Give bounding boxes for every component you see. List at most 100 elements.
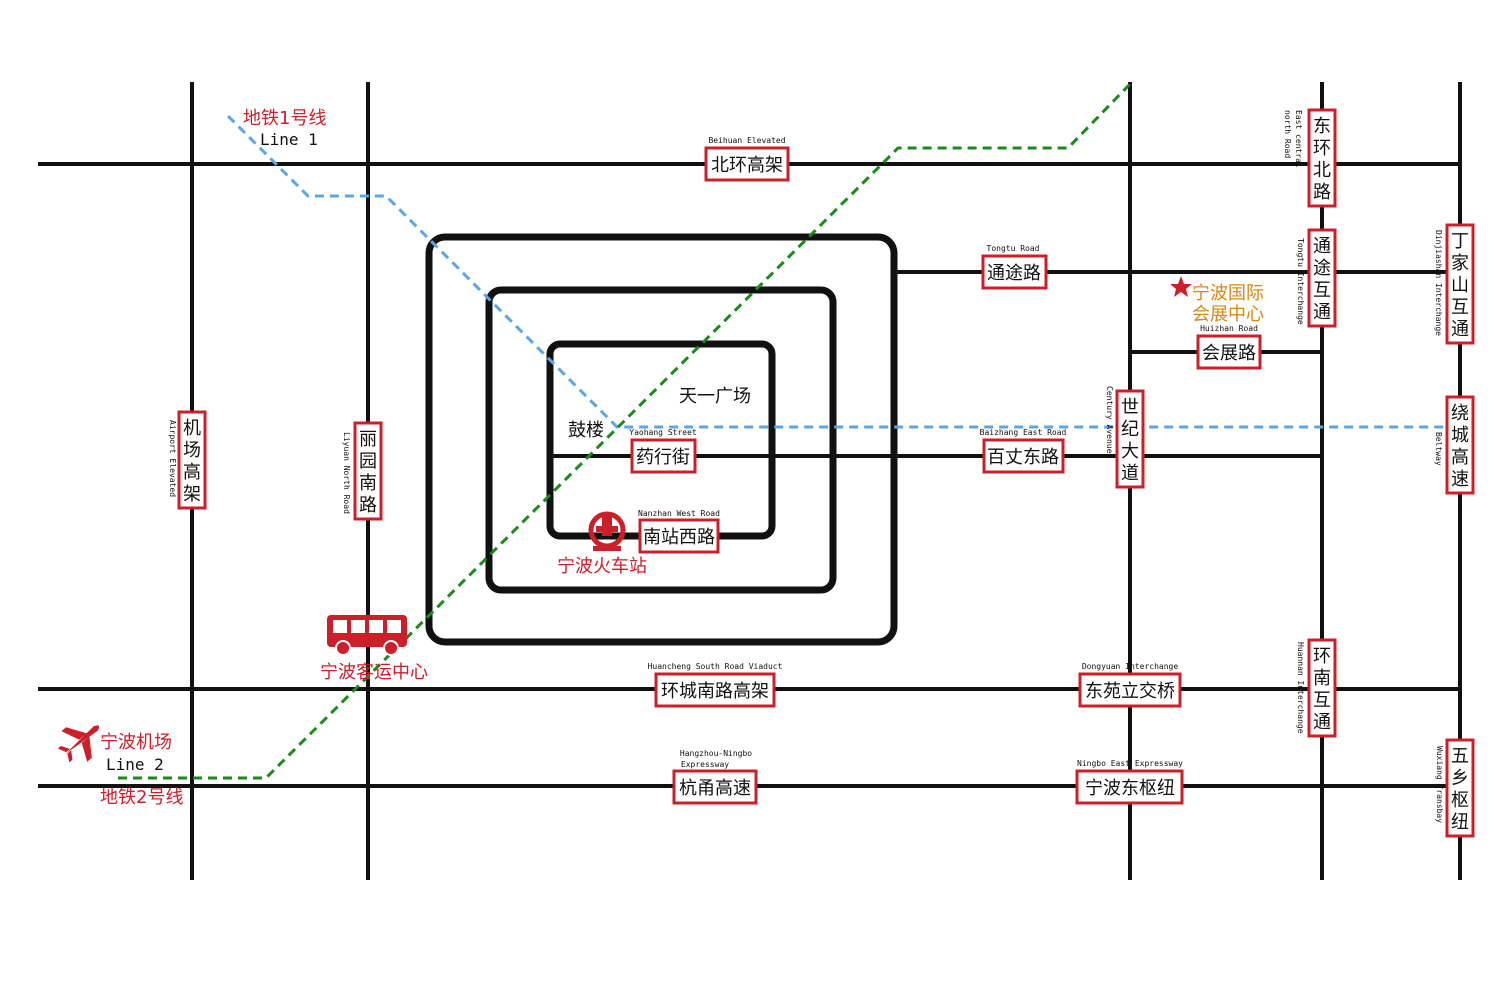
label-hangyong-en-1: Hangzhou-Ningbo bbox=[680, 749, 752, 758]
label-ningbo-east-cn: 宁波东枢纽 bbox=[1085, 778, 1175, 799]
label-wuxiang-cn-1: 乡 bbox=[1451, 768, 1469, 789]
label-dongmbei-box bbox=[1307, 108, 1337, 208]
label-huizhan-en: Huizhan Road bbox=[1200, 324, 1258, 333]
label-airport-cn-0: 机 bbox=[183, 418, 201, 439]
label-dingjia-en: Dinjiashan Interchange bbox=[1434, 230, 1443, 336]
label-tongtu_ic-cn-2: 互 bbox=[1313, 280, 1331, 301]
label-century-box bbox=[1115, 389, 1145, 489]
metro-line-1 bbox=[226, 114, 1470, 429]
label-dongmbei-cn-1: 环 bbox=[1313, 138, 1331, 159]
railway-station-icon bbox=[588, 511, 626, 551]
label-hangyong-box bbox=[672, 769, 758, 805]
ring-middle bbox=[485, 286, 837, 594]
label-dongyuan-box bbox=[1078, 672, 1182, 708]
metro-line-2-en: Line 2 bbox=[106, 755, 164, 774]
label-baizhang-en: Baizhang East Road bbox=[980, 428, 1067, 437]
label-huancheng-cn: 环城南路高架 bbox=[661, 681, 769, 702]
label-liyuan-cn-3: 路 bbox=[359, 495, 377, 516]
label-baizhang: Baizhang East Road 百丈东路 bbox=[980, 428, 1067, 474]
label-dongmbei-en-2: north Road bbox=[1283, 110, 1292, 158]
label-ningbo-east-box bbox=[1075, 769, 1184, 805]
label-hangyong-cn: 杭甬高速 bbox=[679, 778, 751, 799]
label-century-cn-2: 大 bbox=[1121, 441, 1139, 462]
label-dingjia-cn-0: 丁 bbox=[1451, 231, 1469, 252]
ring-outer bbox=[425, 233, 898, 646]
label-huizhan-cn: 会展路 bbox=[1202, 343, 1256, 364]
label-nanzhan: Nanzhan West Road 南站西路 bbox=[638, 509, 720, 554]
label-dingjia-cn-3: 互 bbox=[1451, 297, 1469, 318]
label-wuxiang-box bbox=[1445, 738, 1475, 838]
place-expo-1: 宁波国际 bbox=[1192, 283, 1264, 304]
label-airport-cn-2: 高 bbox=[183, 462, 201, 483]
label-airport-box bbox=[177, 410, 207, 510]
label-liyuan-box bbox=[353, 421, 383, 521]
label-tongtu-cn: 通途路 bbox=[987, 263, 1041, 284]
label-dongmbei-en-1: East central bbox=[1294, 110, 1303, 168]
label-dingjia-box bbox=[1445, 223, 1475, 345]
label-yaohang-en: Yaohang Street bbox=[629, 428, 697, 437]
label-raocheng-cn-2: 高 bbox=[1451, 447, 1469, 468]
label-huizhan-box bbox=[1196, 334, 1262, 370]
label-century-cn-3: 道 bbox=[1121, 463, 1139, 484]
label-huancheng-en: Huancheng South Road Viaduct bbox=[648, 662, 783, 671]
label-wuxiang-en: Wuxiang Transbay bbox=[1435, 746, 1444, 823]
label-tongtu_ic-en: Tongtu Interchange bbox=[1296, 238, 1305, 325]
label-ningbo-east: Ningbo East Expressway 宁波东枢纽 bbox=[1075, 759, 1184, 805]
label-huannan_ic-en: Huannan Interchange bbox=[1296, 642, 1305, 734]
label-huannan_ic-box bbox=[1307, 638, 1337, 738]
label-tongtu_ic-cn-3: 通 bbox=[1313, 302, 1331, 323]
label-baizhang-box bbox=[982, 438, 1065, 474]
label-dongmbei-cn-3: 路 bbox=[1313, 182, 1331, 203]
place-expo-2: 会展中心 bbox=[1192, 304, 1264, 325]
metro-line-2-cn: 地铁2号线 bbox=[100, 787, 183, 808]
label-dongyuan: Dongyuan Interchange 东苑立交桥 bbox=[1078, 662, 1182, 708]
label-tongtu_ic-cn-0: 通 bbox=[1313, 236, 1331, 257]
metro-line-1-en: Line 1 bbox=[260, 130, 318, 149]
label-liyuan-cn-2: 南 bbox=[359, 473, 377, 494]
metro-line-1-cn: 地铁1号线 bbox=[243, 108, 326, 129]
label-dongyuan-cn: 东苑立交桥 bbox=[1085, 681, 1175, 702]
label-beihuan-en: Beihuan Elevated bbox=[708, 136, 785, 145]
label-nanzhan-cn: 南站西路 bbox=[643, 527, 715, 548]
star-icon bbox=[1170, 276, 1192, 297]
label-ningbo-east-en: Ningbo East Expressway bbox=[1077, 759, 1183, 768]
label-nanzhan-box bbox=[638, 518, 720, 554]
label-liyuan-cn-0: 丽 bbox=[359, 429, 377, 450]
label-huannan_ic-cn-0: 环 bbox=[1313, 646, 1331, 667]
label-tongtu-box bbox=[981, 254, 1048, 290]
label-liyuan-cn-1: 园 bbox=[359, 451, 377, 472]
label-beihuan-box bbox=[704, 146, 790, 182]
label-yaohang: Yaohang Street 药行街 bbox=[629, 428, 697, 474]
label-dingjia-cn-2: 山 bbox=[1451, 275, 1469, 296]
label-raocheng-cn-3: 速 bbox=[1451, 469, 1469, 490]
label-airport-cn-3: 架 bbox=[183, 484, 201, 505]
label-beihuan-cn: 北环高架 bbox=[711, 155, 783, 176]
label-nanzhan-en: Nanzhan West Road bbox=[638, 509, 720, 518]
label-huannan_ic-cn-1: 南 bbox=[1313, 668, 1331, 689]
label-huannan_ic-cn-3: 通 bbox=[1313, 712, 1331, 733]
place-bus-center: 宁波客运中心 bbox=[320, 662, 428, 683]
label-tongtu_ic-box bbox=[1307, 228, 1337, 328]
label-dingjia-cn-1: 家 bbox=[1451, 253, 1469, 274]
label-raocheng-box bbox=[1445, 395, 1475, 495]
label-wuxiang-cn-2: 枢 bbox=[1451, 790, 1469, 811]
label-century-en: Century Avenue bbox=[1105, 386, 1114, 454]
place-station: 宁波火车站 bbox=[557, 556, 647, 577]
label-airport-en: Airport Elevated bbox=[168, 420, 177, 497]
label-dongmbei-cn-0: 东 bbox=[1313, 116, 1331, 137]
metro-line-2 bbox=[118, 80, 1134, 780]
place-airport: 宁波机场 bbox=[100, 732, 172, 753]
label-raocheng-cn-0: 绕 bbox=[1451, 403, 1469, 424]
label-wuxiang-cn-0: 五 bbox=[1451, 746, 1469, 767]
place-gulou: 鼓楼 bbox=[568, 420, 604, 441]
label-wuxiang-cn-3: 纽 bbox=[1451, 812, 1469, 833]
label-baizhang-cn: 百丈东路 bbox=[987, 447, 1059, 468]
bus-icon bbox=[327, 615, 407, 656]
label-century-cn-0: 世 bbox=[1121, 397, 1139, 418]
label-yaohang-box bbox=[630, 438, 697, 474]
label-huannan_ic-cn-2: 互 bbox=[1313, 690, 1331, 711]
label-beihuan: Beihuan Elevated 北环高架 bbox=[704, 136, 790, 182]
label-tongtu: Tongtu Road 通途路 bbox=[981, 244, 1048, 290]
